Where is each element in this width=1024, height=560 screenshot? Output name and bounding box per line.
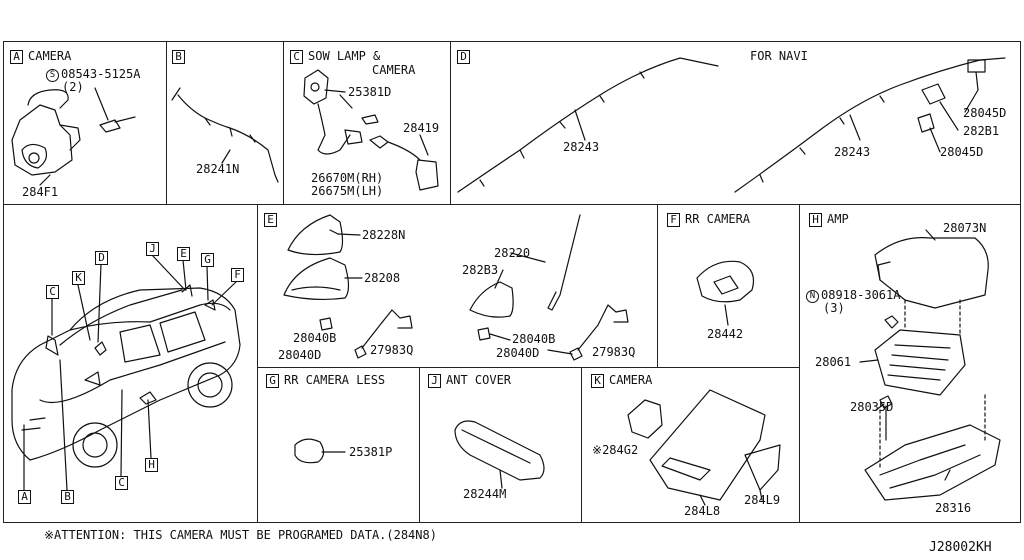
car-overview-frame bbox=[3, 204, 258, 523]
part-26670m-rh[interactable]: 26670M(RH) bbox=[311, 171, 384, 185]
diagram-id: J28002KH bbox=[929, 540, 992, 555]
part-28045d-b[interactable]: 28045D bbox=[940, 145, 984, 159]
car-label-b[interactable]: B bbox=[61, 490, 74, 504]
part-28040b-b[interactable]: 28040B bbox=[512, 332, 556, 346]
panel-e-letter: E bbox=[264, 213, 277, 227]
bolt-quantity: (2) bbox=[62, 80, 84, 94]
part-28208[interactable]: 28208 bbox=[364, 271, 401, 285]
part-28061[interactable]: 28061 bbox=[815, 355, 852, 369]
part-284l9[interactable]: 284L9 bbox=[744, 493, 781, 507]
part-28220[interactable]: 28220 bbox=[494, 246, 531, 260]
car-label-c-top[interactable]: C bbox=[46, 285, 59, 299]
ant-cover-drawing bbox=[454, 420, 545, 481]
camera-284g2-drawing bbox=[627, 399, 663, 439]
part-28243-b[interactable]: 28243 bbox=[834, 145, 871, 159]
panel-b-title: B bbox=[172, 50, 190, 64]
panel-k-letter: K bbox=[591, 374, 604, 388]
panel-c-letter: C bbox=[290, 50, 303, 64]
panel-j-letter: J bbox=[428, 374, 441, 388]
attention-note: ※ATTENTION: THIS CAMERA MUST BE PROGRAME… bbox=[44, 528, 437, 542]
part-28442[interactable]: 28442 bbox=[707, 327, 744, 341]
panel-a-title-text: CAMERA bbox=[28, 49, 72, 63]
panel-a-letter: A bbox=[10, 50, 23, 64]
s-symbol: S bbox=[46, 69, 59, 82]
car-label-k[interactable]: K bbox=[72, 271, 85, 285]
part-27983q-a[interactable]: 27983Q bbox=[370, 343, 414, 357]
part-28045d-a[interactable]: 28045D bbox=[963, 106, 1007, 120]
panel-g-letter: G bbox=[266, 374, 279, 388]
car-label-f[interactable]: F bbox=[231, 268, 244, 282]
part-28035d[interactable]: 28035D bbox=[850, 400, 894, 414]
camera-bracket-drawing bbox=[11, 104, 73, 176]
car-label-h[interactable]: H bbox=[145, 458, 158, 472]
car-label-j[interactable]: J bbox=[146, 242, 159, 256]
part-28241n[interactable]: 28241N bbox=[196, 162, 240, 176]
part-28040d-b[interactable]: 28040D bbox=[496, 346, 540, 360]
part-28316[interactable]: 28316 bbox=[935, 501, 972, 515]
part-28243-a[interactable]: 28243 bbox=[563, 140, 600, 154]
panel-f-letter: F bbox=[667, 213, 680, 227]
part-26675m-lh[interactable]: 26675M(LH) bbox=[311, 184, 384, 198]
harness-28243-drawing bbox=[457, 57, 719, 193]
part-28419[interactable]: 28419 bbox=[403, 121, 440, 135]
amp-cover-drawing bbox=[874, 237, 989, 309]
part-25381d[interactable]: 25381D bbox=[348, 85, 392, 99]
part-27983q-b[interactable]: 27983Q bbox=[592, 345, 636, 359]
panel-d-letter: D bbox=[457, 50, 470, 64]
rr-camera-drawing bbox=[696, 260, 755, 303]
panel-c-title-line2: CAMERA bbox=[372, 63, 416, 77]
part-28244m[interactable]: 28244M bbox=[463, 487, 507, 501]
star-symbol: ※ bbox=[592, 443, 603, 457]
harness-navi-drawing bbox=[734, 57, 1006, 193]
part-284l8[interactable]: 284L8 bbox=[684, 504, 721, 518]
part-28228n[interactable]: 28228N bbox=[362, 228, 406, 242]
part-28040d-a[interactable]: 28040D bbox=[278, 348, 322, 362]
car-label-d[interactable]: D bbox=[95, 251, 108, 265]
part-284f1[interactable]: 284F1 bbox=[22, 185, 59, 199]
side-lamp-camera-drawing bbox=[303, 69, 329, 105]
part-282b1[interactable]: 282B1 bbox=[963, 124, 1000, 138]
rod-antenna-drawing bbox=[547, 214, 581, 311]
part-284g2[interactable]: ※284G2 bbox=[592, 443, 639, 457]
amp-bracket-drawing bbox=[864, 424, 1001, 501]
panel-a-title: A CAMERA bbox=[10, 50, 71, 64]
car-label-c-bottom[interactable]: C bbox=[115, 476, 128, 490]
grommet-25381p-drawing bbox=[294, 438, 325, 464]
panel-d-title: D bbox=[457, 50, 475, 64]
part-25381p[interactable]: 25381P bbox=[349, 445, 393, 459]
amp-unit-drawing bbox=[874, 329, 966, 396]
panel-h-frame bbox=[799, 204, 1021, 523]
for-navi-label: FOR NAVI bbox=[750, 49, 808, 63]
nut-quantity: (3) bbox=[823, 301, 845, 315]
panel-h-letter: H bbox=[809, 213, 822, 227]
car-label-a[interactable]: A bbox=[18, 490, 31, 504]
car-label-g[interactable]: G bbox=[201, 253, 214, 267]
part-28073n[interactable]: 28073N bbox=[943, 221, 987, 235]
car-label-e[interactable]: E bbox=[177, 247, 190, 261]
harness-28241n-drawing bbox=[171, 87, 279, 183]
part-28040b-a[interactable]: 28040B bbox=[293, 331, 337, 345]
part-282b3[interactable]: 282B3 bbox=[462, 263, 499, 277]
panel-b-letter: B bbox=[172, 50, 185, 64]
n-symbol: N bbox=[806, 290, 819, 303]
shark-fin-antenna-drawing bbox=[287, 214, 344, 256]
panel-e-title: E bbox=[264, 213, 282, 227]
camera-cover-284l8-drawing bbox=[649, 389, 766, 501]
panel-k-frame bbox=[581, 367, 800, 523]
